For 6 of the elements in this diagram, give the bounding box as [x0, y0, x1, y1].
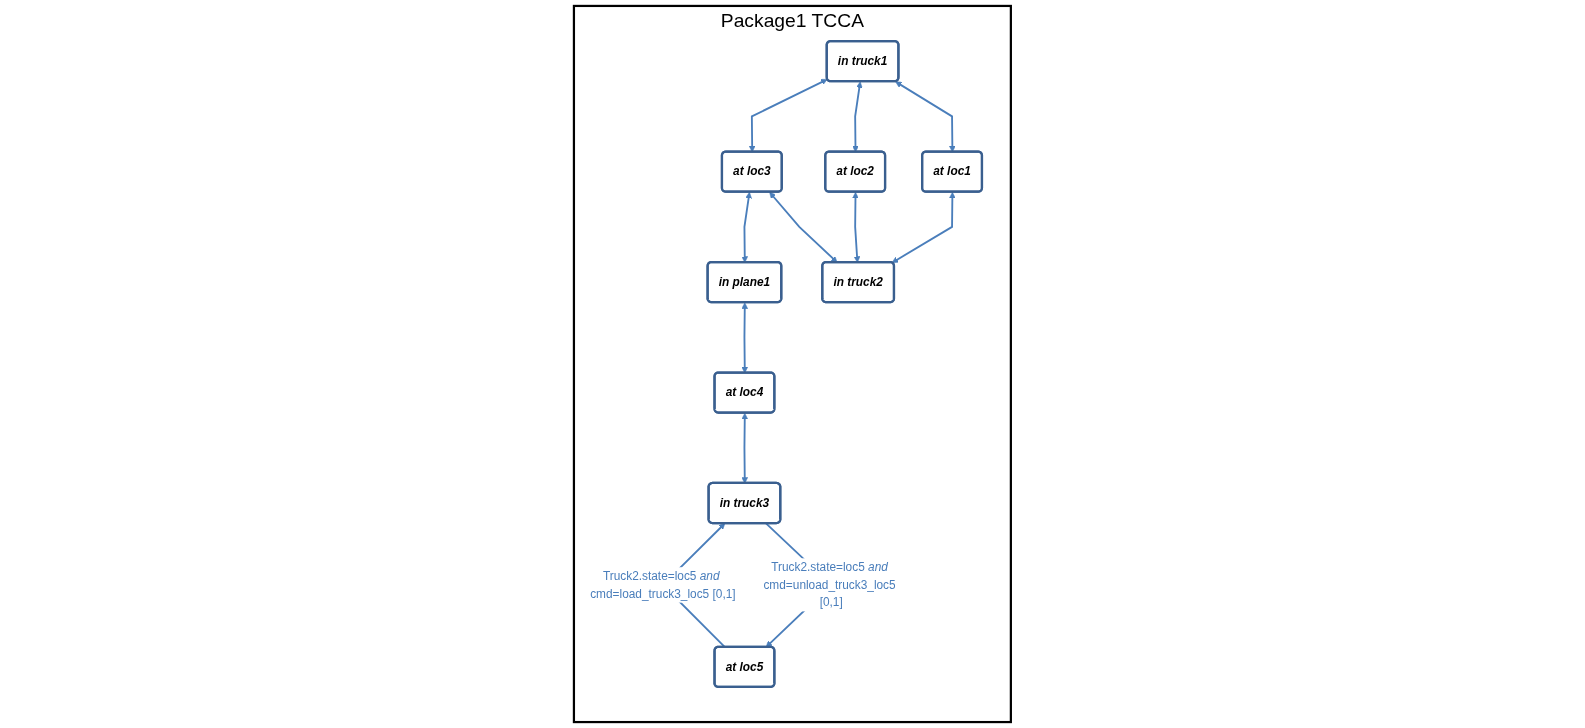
edge-label: Truck2.state=loc5 and cmd=load_truck3_loc5 [0,1] — [590, 569, 736, 600]
arrow — [769, 191, 838, 263]
arrow — [852, 192, 861, 263]
arrow — [741, 192, 752, 263]
edge-label: Truck2.state=loc5 and cmd=unload_truck3_loc5 [0,1] — [763, 560, 896, 609]
arrow — [891, 192, 956, 263]
